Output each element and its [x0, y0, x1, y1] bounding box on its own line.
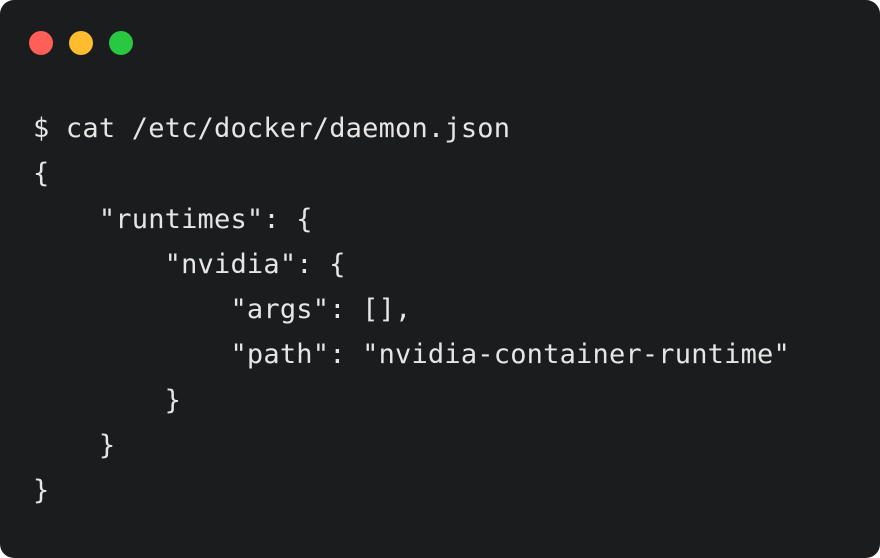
close-window-icon[interactable] [29, 31, 53, 55]
json-line: } [33, 475, 50, 507]
command-line: $ cat /etc/docker/daemon.json [33, 113, 511, 144]
json-line: "path": "nvidia-container-runtime" [33, 339, 790, 371]
maximize-window-icon[interactable] [109, 31, 133, 55]
json-line: "nvidia": { [33, 248, 346, 280]
json-line: "args": [], [33, 294, 412, 326]
terminal-output: $ cat /etc/docker/daemon.json { "runtimes… [33, 106, 790, 514]
minimize-window-icon[interactable] [69, 31, 93, 55]
json-line: "runtimes": { [33, 203, 313, 235]
json-line: { [33, 158, 50, 190]
json-line: } [33, 384, 182, 416]
json-line: } [33, 430, 116, 462]
window-controls [29, 31, 133, 55]
